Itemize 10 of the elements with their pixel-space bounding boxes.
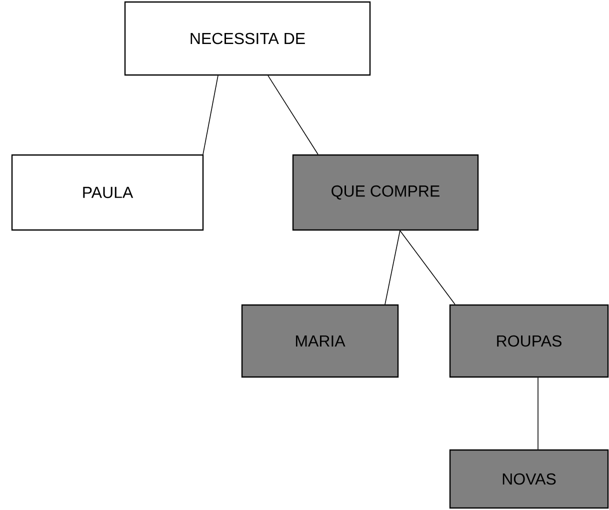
connector-line	[384, 230, 400, 305]
concept-box: MARIA	[241, 304, 399, 378]
concept-box: PAULA	[11, 154, 204, 231]
connector-line	[400, 230, 456, 305]
concept-box: NECESSITA DE	[124, 1, 371, 76]
connector-line	[202, 75, 218, 155]
concept-box: QUE COMPRE	[292, 154, 479, 231]
connector-line	[268, 75, 318, 155]
concept-box: ROUPAS	[449, 304, 609, 378]
concept-box: NOVAS	[449, 449, 609, 509]
